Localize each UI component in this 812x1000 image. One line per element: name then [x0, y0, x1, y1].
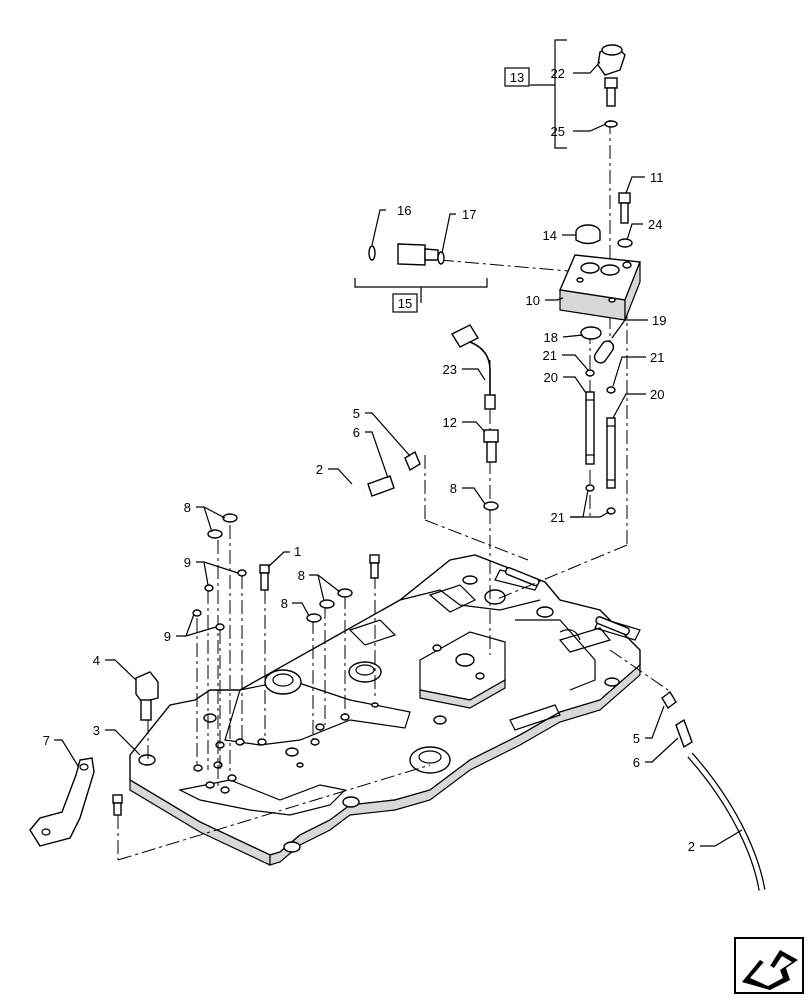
- callout-2-b: 2: [688, 839, 695, 854]
- callout-21-a: 21: [543, 348, 557, 363]
- callout-8-b: 8: [184, 500, 191, 515]
- callout-8-c: 8: [298, 568, 305, 583]
- callout-2-a: 2: [316, 462, 323, 477]
- fitting-22: [597, 44, 626, 128]
- callout-21-c: 21: [551, 510, 565, 525]
- bolts-1: [112, 554, 380, 816]
- callout-7: 7: [43, 733, 50, 748]
- callout-25: 25: [551, 124, 565, 139]
- callout-12: 12: [443, 415, 457, 430]
- o-rings: [192, 513, 353, 631]
- callout-4: 4: [93, 653, 100, 668]
- assembly-label-13: 13: [504, 67, 530, 87]
- svg-text:15: 15: [398, 296, 412, 311]
- plug-14: [575, 224, 601, 245]
- hose-upper: [335, 450, 421, 574]
- tubes-20: [585, 369, 616, 515]
- callout-20-a: 20: [544, 370, 558, 385]
- callout-17: 17: [462, 207, 476, 222]
- callout-6-b: 6: [633, 755, 640, 770]
- callout-23: 23: [443, 362, 457, 377]
- valve-block: [559, 254, 641, 321]
- bolt-11: [617, 192, 633, 248]
- callout-labels: 22 25 11 24 14 10 16 17 18 19 21 21 20 2…: [43, 66, 695, 854]
- bracket-15: [354, 278, 488, 303]
- callout-11: 11: [650, 170, 664, 185]
- hose-lower: [661, 690, 766, 891]
- callout-9-a: 9: [184, 555, 191, 570]
- callout-18: 18: [544, 330, 558, 345]
- callout-5-b: 5: [633, 731, 640, 746]
- valve-plate: [129, 554, 641, 866]
- callout-9-b: 9: [164, 629, 171, 644]
- callout-3: 3: [93, 723, 100, 738]
- bracket-7: [29, 757, 95, 847]
- callout-22: 22: [551, 66, 565, 81]
- sensor-12-23: [451, 324, 499, 511]
- bolt-4: [135, 671, 159, 721]
- callout-10: 10: [526, 293, 540, 308]
- seal-18: [580, 326, 602, 340]
- seal-19: [593, 340, 615, 364]
- leader-lines: [54, 61, 743, 847]
- callout-24: 24: [648, 217, 662, 232]
- callout-8-d: 8: [281, 596, 288, 611]
- callout-8-a: 8: [450, 481, 457, 496]
- assembly-label-15: 15: [392, 293, 418, 313]
- callout-6-a: 6: [353, 425, 360, 440]
- fitting-15: [368, 243, 445, 266]
- callout-1: 1: [294, 544, 301, 559]
- callout-5-a: 5: [353, 406, 360, 421]
- callout-14: 14: [543, 228, 557, 243]
- bracket-13: [530, 39, 567, 149]
- callout-21-b: 21: [650, 350, 664, 365]
- svg-text:13: 13: [510, 70, 524, 85]
- callout-20-b: 20: [650, 387, 664, 402]
- next-page-arrow-icon[interactable]: [734, 937, 804, 994]
- callout-19: 19: [652, 313, 666, 328]
- callout-16: 16: [397, 203, 411, 218]
